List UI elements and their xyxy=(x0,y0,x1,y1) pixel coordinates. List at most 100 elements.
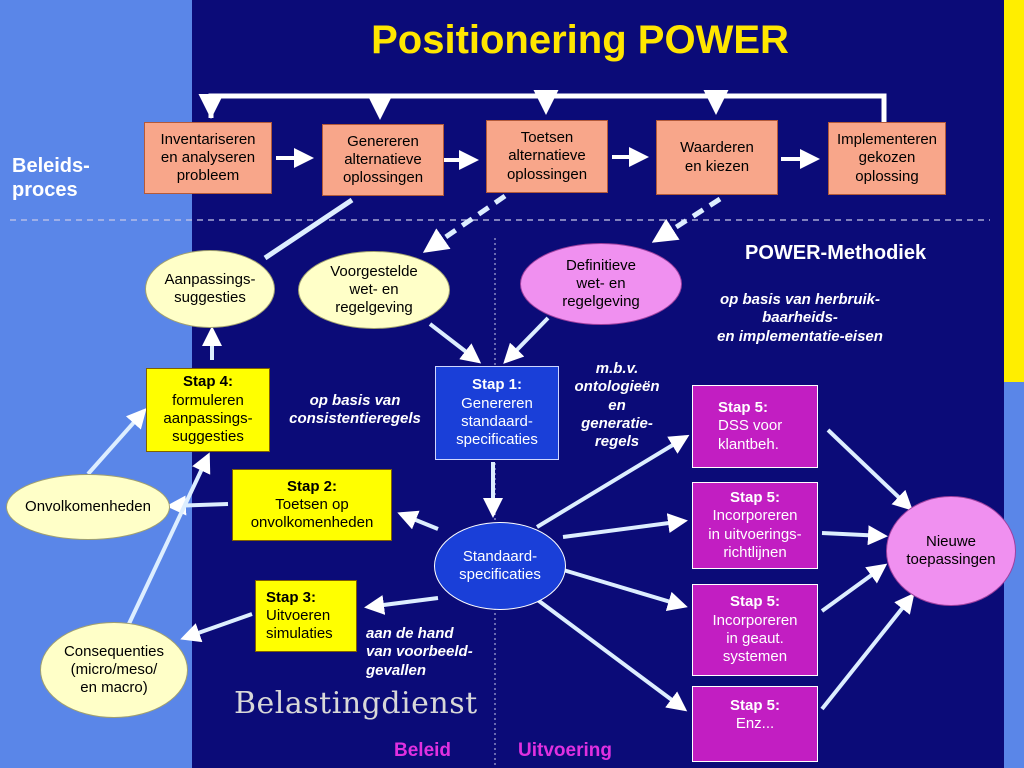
policy-step-line: gekozen xyxy=(858,149,916,167)
ellipse-line: wet- en xyxy=(576,274,626,292)
dashed-toetsen-to-voorgestelde xyxy=(422,193,507,253)
arrow-standaard-to-stap5a xyxy=(535,434,690,529)
policy-step-line: probleem xyxy=(176,167,240,185)
onvolkomenheden-ellipse: Onvolkomenheden xyxy=(6,474,170,540)
consistentieregels-annotation: op basis van consistentieregels xyxy=(276,392,434,429)
ellipse-line: Aanpassings- xyxy=(164,270,256,288)
stap5-enz-box: Stap 5: Enz... xyxy=(692,686,818,762)
step-heading: Stap 3: xyxy=(266,588,317,606)
policy-step-line: Genereren xyxy=(347,132,419,150)
ontologie-annotation: m.b.v. ontologieën en generatie- regels xyxy=(564,360,670,451)
step-line: Toetsen op xyxy=(275,495,349,513)
step-line: klantbeh. xyxy=(718,435,779,453)
step-line: suggesties xyxy=(172,428,244,446)
arrow-definitieve-to-stap1 xyxy=(503,316,550,364)
step-line: Genereren xyxy=(461,394,533,412)
policy-step-line: alternatieve xyxy=(508,147,586,165)
policy-step-genereren: Genereren alternatieve oplossingen xyxy=(322,124,444,196)
step-heading: Stap 1: xyxy=(471,376,522,394)
step-heading: Stap 5: xyxy=(729,488,780,506)
annotation-line: generatie- xyxy=(581,414,653,432)
beleid-label: Beleid xyxy=(394,740,452,761)
step-line: DSS voor xyxy=(718,417,783,435)
arrow-consequenties-to-stap4 xyxy=(125,452,211,629)
step-line: Uitvoeren xyxy=(266,606,331,624)
stap3-box: Stap 3: Uitvoeren simulaties xyxy=(255,580,357,652)
methodiek-label: POWER-Methodiek xyxy=(745,242,927,264)
annotation-line: van voorbeeld- xyxy=(366,643,473,661)
stap5-uitvoeringsrichtlijnen-box: Stap 5: Incorporeren in uitvoerings- ric… xyxy=(692,482,818,569)
stap5-geautomatiseerde-systemen-box: Stap 5: Incorporeren in geaut. systemen xyxy=(692,584,818,676)
policy-step-toetsen: Toetsen alternatieve oplossingen xyxy=(486,120,608,193)
step-line: specificaties xyxy=(456,431,538,449)
annotation-line: en xyxy=(608,396,626,414)
step-line: onvolkomenheden xyxy=(250,514,374,532)
ellipse-line: regelgeving xyxy=(335,299,413,317)
arrow-onvolkomenheden-to-stap4 xyxy=(86,408,147,476)
line-stap3-to-consequenties xyxy=(180,612,253,643)
annotation-line: gevallen xyxy=(366,661,427,679)
arrow-voorgestelde-to-stap1 xyxy=(428,322,482,364)
step-line: simulaties xyxy=(266,625,333,643)
ellipse-line: Standaard- xyxy=(462,547,538,565)
standaard-specificaties-ellipse: Standaard- specificaties xyxy=(434,522,566,610)
arrow-stap5a-to-nieuwe xyxy=(826,428,913,511)
step-heading: Stap 5: xyxy=(718,399,769,417)
policy-step-line: Waarderen xyxy=(680,139,754,157)
policy-step-line: Inventariseren xyxy=(160,130,256,148)
arrow-stap2-to-onvolkomenheden xyxy=(166,495,229,516)
annotation-line: aan de hand xyxy=(366,625,454,642)
stap2-box: Stap 2: Toetsen op onvolkomenheden xyxy=(232,469,392,541)
aanpassingen-ellipse: Aanpassings- suggesties xyxy=(145,250,275,328)
step-heading: Stap 5: xyxy=(729,697,780,714)
ellipse-line: regelgeving xyxy=(562,293,640,311)
policy-step-line: Toetsen xyxy=(520,129,574,147)
policy-step-line: en kiezen xyxy=(684,157,750,175)
ellipse-line: specificaties xyxy=(459,566,541,583)
annotation-line: ontologieën xyxy=(574,378,660,396)
feedback-bracket xyxy=(198,90,887,126)
annotation-line: consistentieregels xyxy=(289,410,421,428)
voorbeeldgevallen-annotation: aan de hand van voorbeeld- gevallen xyxy=(366,625,490,680)
ellipse-line: Voorgestelde xyxy=(330,262,418,280)
policy-step-line: oplossingen xyxy=(506,165,588,183)
arrow-stap5d-to-nieuwe xyxy=(820,592,915,711)
beleidsproces-label-line1: Beleids- xyxy=(12,155,90,177)
consequenties-ellipse: Consequenties (micro/meso/ en macro) xyxy=(40,622,188,718)
ellipse-line: (micro/meso/ xyxy=(70,660,158,678)
uitvoering-label: Uitvoering xyxy=(518,740,612,761)
arrow-standaard-to-stap5c xyxy=(559,567,688,612)
ellipse-line: Consequenties xyxy=(63,642,165,660)
policy-step-inventariseren: Inventariseren en analyseren probleem xyxy=(144,122,272,194)
arrow-standaard-to-stap5d xyxy=(533,596,688,712)
arrow-standaard-to-stap3 xyxy=(364,595,439,615)
step-line: Incorporeren xyxy=(712,611,798,629)
policy-step-implementeren: Implementeren gekozen oplossing xyxy=(828,122,946,195)
page-title: Positionering POWER xyxy=(371,18,789,62)
policy-step-waarderen: Waarderen en kiezen xyxy=(656,120,778,195)
step-line: in uitvoerings- xyxy=(708,525,802,543)
arrow-standaard-to-stap2 xyxy=(397,510,439,531)
annotation-line: regels xyxy=(594,433,640,451)
line-aanpassingen-to-genereren xyxy=(263,197,354,261)
step-line: systemen xyxy=(722,648,788,666)
step-heading: Stap 5: xyxy=(729,593,780,611)
nieuwe-toepassingen-ellipse: Nieuwe toepassingen xyxy=(886,496,1016,606)
ellipse-line: toepassingen xyxy=(906,551,996,568)
step-line: Incorporeren xyxy=(712,507,798,525)
step-line: in geaut. xyxy=(726,630,784,647)
herbruikbaarheid-annotation: op basis van herbruik- baarheids- en imp… xyxy=(690,291,910,346)
definitieve-ellipse: Definitieve wet- en regelgeving xyxy=(520,243,682,325)
annotation-line: en implementatie-eisen xyxy=(717,327,883,345)
annotation-line: op basis van xyxy=(309,392,401,409)
policy-step-line: Implementeren xyxy=(836,131,938,149)
stap5-dss-box: Stap 5: DSS voor klantbeh. xyxy=(692,385,818,468)
step-line: Enz... xyxy=(735,715,775,733)
step-line: aanpassings- xyxy=(163,410,253,427)
annotation-line: m.b.v. xyxy=(595,360,639,377)
beleidsproces-label: Beleids- proces xyxy=(12,154,90,202)
belastingdienst-logo: Belastingdienst xyxy=(234,686,478,721)
step-line: formuleren xyxy=(172,391,244,409)
policy-step-line: alternatieve xyxy=(344,150,422,168)
